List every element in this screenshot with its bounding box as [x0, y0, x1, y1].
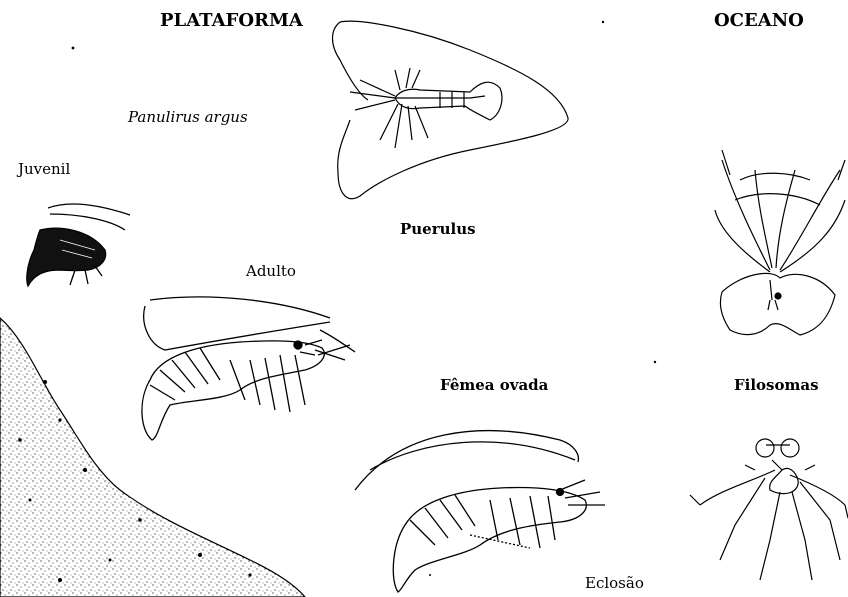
stage-label-eclosao: Eclosão [585, 576, 644, 591]
juvenile-lobster-illustration [27, 204, 130, 286]
stage-label-femea-ovada: Fêmea ovada [440, 378, 548, 393]
puerulus-illustration [333, 21, 569, 198]
adult-lobster-illustration [142, 297, 355, 440]
phyllosoma-large-illustration [715, 150, 845, 335]
zone-label-plataforma: PLATAFORMA [160, 12, 303, 30]
stage-label-adulto: Adulto [246, 264, 296, 279]
species-label: Panulirus argus [128, 110, 248, 125]
phyllosoma-small-illustration [690, 439, 848, 580]
ovigerous-female-illustration [355, 431, 605, 592]
stage-label-filosomas: Filosomas [734, 378, 819, 393]
zone-label-oceano: OCEANO [714, 12, 804, 30]
stage-label-puerulus: Puerulus [400, 222, 476, 237]
stage-label-juvenil: Juvenil [18, 162, 70, 177]
